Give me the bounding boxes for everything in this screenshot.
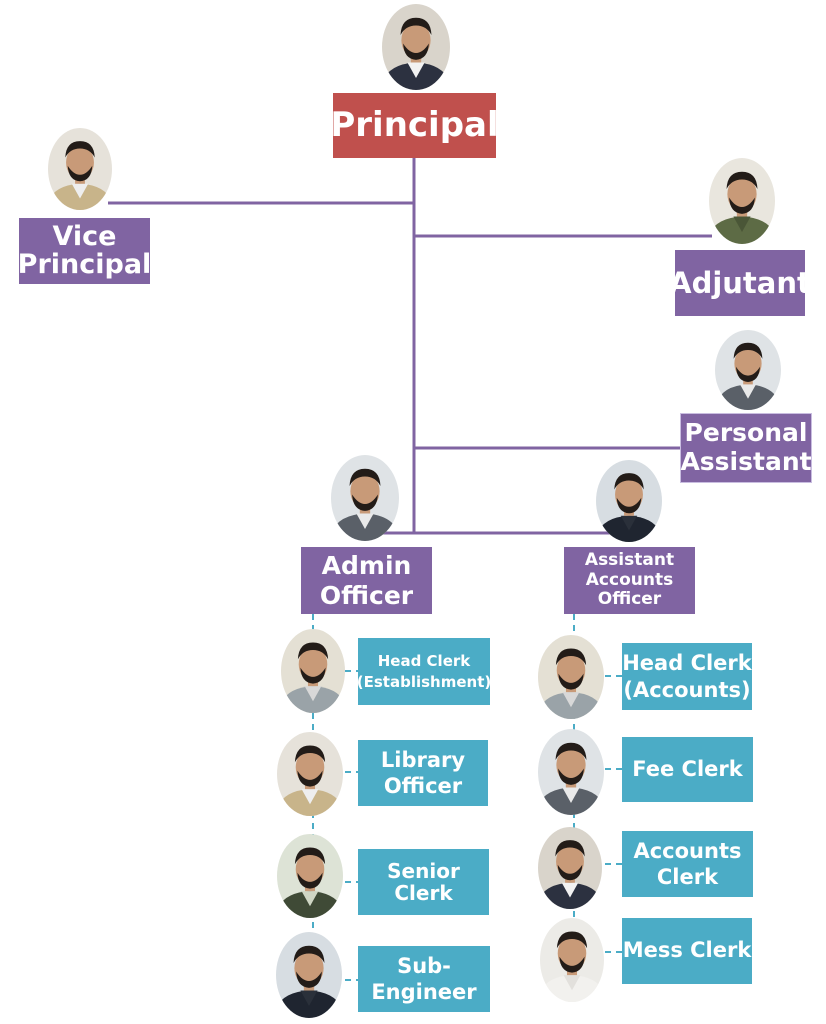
fee-clerk-photo (538, 729, 604, 815)
head-clerk-establishment-box: Head Clerk (Establishment) (357, 638, 491, 705)
head-clerk-accounts-box: Head Clerk (Accounts) (622, 643, 752, 710)
person-photo-icon (48, 128, 112, 210)
library-officer-box: Library Officer (358, 740, 488, 806)
person-photo-icon (276, 932, 342, 1018)
head-clerk-establishment-photo (281, 629, 345, 713)
vice-principal-photo (48, 128, 112, 210)
principal-box: Principal (330, 93, 499, 158)
personal-assistant-box: Personal Assistant (680, 413, 812, 483)
person-photo-icon (538, 635, 604, 719)
sub-engineer-box: Sub- Engineer (358, 946, 490, 1012)
person-photo-icon (281, 629, 345, 713)
assistant-accounts-officer-box: Assistant Accounts Officer (564, 547, 695, 614)
admin-officer-box: Admin Officer (301, 547, 432, 614)
admin-officer-photo (331, 455, 399, 541)
person-photo-icon (540, 918, 604, 1002)
personal-assistant-photo (715, 330, 781, 410)
assistant-accounts-officer-photo (596, 460, 662, 542)
head-clerk-accounts-photo (538, 635, 604, 719)
adjutant-photo (709, 158, 775, 244)
mess-clerk-box: Mess Clerk (622, 918, 752, 984)
accounts-clerk-box: Accounts Clerk (622, 831, 753, 897)
senior-clerk-photo (277, 834, 343, 918)
sub-engineer-photo (276, 932, 342, 1018)
vice-principal-box: Vice Principal (18, 218, 151, 284)
person-photo-icon (709, 158, 775, 244)
person-photo-icon (331, 455, 399, 541)
person-photo-icon (277, 834, 343, 918)
mess-clerk-photo (540, 918, 604, 1002)
library-officer-photo (277, 732, 343, 816)
person-photo-icon (596, 460, 662, 542)
person-photo-icon (715, 330, 781, 410)
person-photo-icon (538, 827, 602, 909)
person-photo-icon (277, 732, 343, 816)
adjutant-box: Adjutant (669, 250, 811, 316)
senior-clerk-box: Senior Clerk (358, 849, 489, 915)
principal-photo (382, 4, 450, 90)
person-photo-icon (382, 4, 450, 90)
fee-clerk-box: Fee Clerk (622, 737, 753, 802)
person-photo-icon (538, 729, 604, 815)
accounts-clerk-photo (538, 827, 602, 909)
